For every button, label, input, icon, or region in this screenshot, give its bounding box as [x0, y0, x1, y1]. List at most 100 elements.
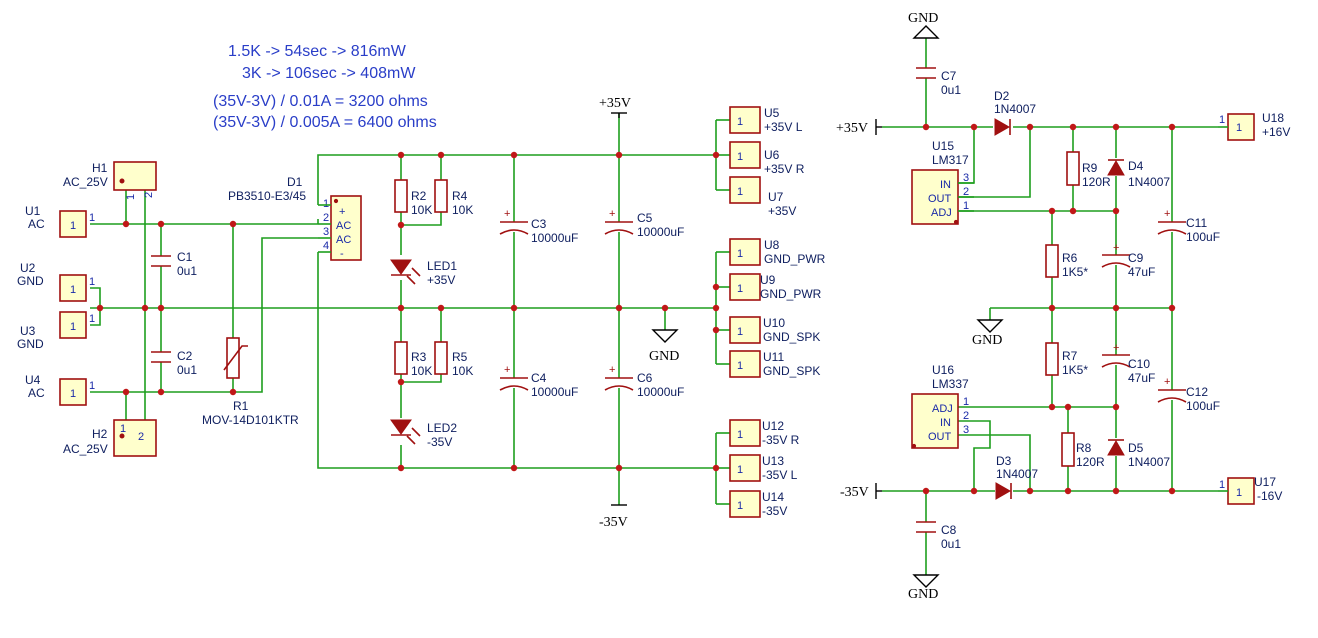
- regulator-u15[interactable]: IN OUT ADJ 3 2 1 U15 LM317: [911, 139, 969, 225]
- connector-u1[interactable]: 1 1 U1 AC: [25, 204, 95, 238]
- capacitor-c3[interactable]: + C3 10000uF: [499, 208, 578, 245]
- capacitor-c11-plus: +: [1164, 208, 1170, 220]
- connector-u2-value: GND: [17, 274, 44, 288]
- capacitor-c5[interactable]: + C5 10000uF: [604, 208, 684, 239]
- connector-u9[interactable]: 1 U9 GND_PWR: [729, 273, 822, 301]
- resistor-r4-ref: R4: [452, 189, 468, 203]
- connector-u14[interactable]: 1 U14 -35V: [729, 490, 787, 518]
- junction-dot: [397, 378, 405, 386]
- connector-u8[interactable]: 1 U8 GND_PWR: [729, 238, 826, 266]
- capacitor-c3-value: 10000uF: [531, 231, 578, 245]
- junction-dot: [712, 326, 720, 334]
- header-h1-ref: H1: [92, 161, 108, 175]
- regulator-u16[interactable]: ADJ IN OUT 1 2 3 U16 LM337: [911, 363, 969, 449]
- diode-d3[interactable]: D3 1N4007: [995, 454, 1038, 500]
- connector-u4[interactable]: 1 1 U4 AC: [25, 373, 95, 406]
- capacitor-c9-ref: C9: [1128, 251, 1144, 265]
- connector-u17-pin: 1: [1219, 479, 1225, 491]
- junction-dot: [1112, 304, 1120, 312]
- junction-dot: [1048, 207, 1056, 215]
- connector-u5[interactable]: 1 U5 +35V L: [729, 106, 803, 134]
- resistor-r7[interactable]: R7 1K5*: [1045, 342, 1088, 377]
- connector-u6[interactable]: 1 U6 +35V R: [729, 141, 805, 176]
- connector-u18[interactable]: 1 1 U18 +16V: [1219, 111, 1290, 141]
- capacitor-c9[interactable]: + C9 47uF: [1101, 242, 1155, 279]
- capacitor-c9-plus: +: [1113, 242, 1119, 254]
- header-h1-body: [113, 161, 157, 191]
- capacitor-c2-value: 0u1: [177, 363, 197, 377]
- bridge-rectifier-d1[interactable]: 1 2 3 4 + AC AC - D1 PB3510-E3/45: [228, 175, 362, 261]
- connector-u11-pin: 1: [737, 360, 743, 372]
- resistor-r5[interactable]: R5 10K: [434, 341, 473, 378]
- connector-u4-value: AC: [28, 386, 45, 400]
- diode-d4-value: 1N4007: [1128, 175, 1170, 189]
- junction-dot: [1026, 123, 1034, 131]
- resistor-r7-ref: R7: [1062, 349, 1078, 363]
- header-h2[interactable]: 1 2 H2 AC_25V: [63, 419, 157, 457]
- connector-u12[interactable]: 1 U12 -35V R: [729, 419, 800, 447]
- varistor-r1[interactable]: R1 MOV-14D101KTR: [202, 337, 299, 427]
- capacitor-c12-ref: C12: [1186, 385, 1208, 399]
- junction-dot: [1168, 123, 1176, 131]
- led-led1[interactable]: LED1 +35V: [390, 259, 457, 287]
- connector-u17[interactable]: 1 1 U17 -16V: [1219, 475, 1282, 505]
- capacitor-c1[interactable]: C1 0u1: [151, 250, 197, 278]
- diode-d4[interactable]: D4 1N4007: [1107, 159, 1170, 189]
- connector-u2-ref: U2: [20, 261, 36, 275]
- connector-u9-ref: U9: [760, 273, 776, 287]
- connector-u12-pin: 1: [737, 429, 743, 441]
- connector-u3-pin: 1: [89, 313, 95, 325]
- connector-u10[interactable]: 1 U10 GND_SPK: [729, 316, 820, 344]
- connector-u18-pin-center: 1: [1236, 122, 1242, 134]
- resistor-r9[interactable]: R9 120R: [1066, 151, 1111, 189]
- junction-dot: [510, 304, 518, 312]
- connector-u14-value: -35V: [762, 504, 787, 518]
- connector-u2-pin: 1: [89, 276, 95, 288]
- resistor-r3[interactable]: R3 10K: [394, 341, 432, 378]
- connector-u14-pin: 1: [737, 500, 743, 512]
- header-h2-pin2: 2: [138, 431, 144, 443]
- led1-value: +35V: [427, 273, 455, 287]
- connector-u3[interactable]: 1 1 U3 GND: [17, 311, 95, 351]
- capacitor-c4[interactable]: + C4 10000uF: [499, 364, 578, 399]
- diode-d2[interactable]: D2 1N4007: [994, 89, 1036, 136]
- capacitor-c3-plus: +: [504, 208, 510, 220]
- connector-u17-ref: U17: [1254, 475, 1276, 489]
- junction-dot: [397, 151, 405, 159]
- resistor-r2[interactable]: R2 10K: [394, 179, 432, 217]
- connector-u7[interactable]: 1 U7 +35V: [729, 176, 796, 218]
- connector-u17-value: -16V: [1257, 489, 1282, 503]
- capacitor-c12[interactable]: + C12 100uF: [1157, 376, 1220, 413]
- capacitor-c2[interactable]: C2 0u1: [151, 349, 197, 377]
- junction-dot: [712, 283, 720, 291]
- capacitor-c12-plus: +: [1164, 376, 1170, 388]
- connector-u11[interactable]: 1 U11 GND_SPK: [729, 350, 820, 378]
- capacitor-c11[interactable]: + C11 100uF: [1157, 208, 1220, 244]
- capacitor-c7[interactable]: C7 0u1: [916, 67, 961, 97]
- connector-u1-pin: 1: [89, 212, 95, 224]
- led-led2[interactable]: LED2 -35V: [390, 419, 457, 449]
- rail-neg35-label: -35V: [599, 515, 628, 530]
- header-h1[interactable]: 1 2 H1 AC_25V: [63, 161, 157, 200]
- connector-u3-body: [59, 311, 87, 339]
- capacitor-c8[interactable]: C8 0u1: [916, 521, 961, 551]
- junction-dot: [1048, 403, 1056, 411]
- header-h2-ref: H2: [92, 427, 108, 441]
- capacitor-c6[interactable]: + C6 10000uF: [604, 364, 684, 399]
- diode-d5[interactable]: D5 1N4007: [1107, 439, 1170, 469]
- connector-u3-ref: U3: [20, 324, 36, 338]
- resistor-r4[interactable]: R4 10K: [434, 179, 473, 217]
- u16-pin2: 2: [963, 410, 969, 422]
- u16-in: IN: [940, 417, 951, 429]
- capacitor-c10[interactable]: + C10 47uF: [1101, 342, 1155, 385]
- connector-u12-value: -35V R: [762, 433, 800, 447]
- bridge-d1-value: PB3510-E3/45: [228, 189, 306, 203]
- u16-value: LM337: [932, 377, 969, 391]
- gnd-symbol-top: GND: [908, 11, 940, 39]
- junction-dot: [712, 151, 720, 159]
- resistor-r8[interactable]: R8 120R: [1061, 432, 1105, 469]
- connector-u4-ref: U4: [25, 373, 41, 387]
- connector-u2[interactable]: 1 1 U2 GND: [17, 261, 95, 302]
- connector-u13[interactable]: 1 U13 -35V L: [729, 454, 798, 482]
- resistor-r6[interactable]: R6 1K5*: [1045, 244, 1088, 279]
